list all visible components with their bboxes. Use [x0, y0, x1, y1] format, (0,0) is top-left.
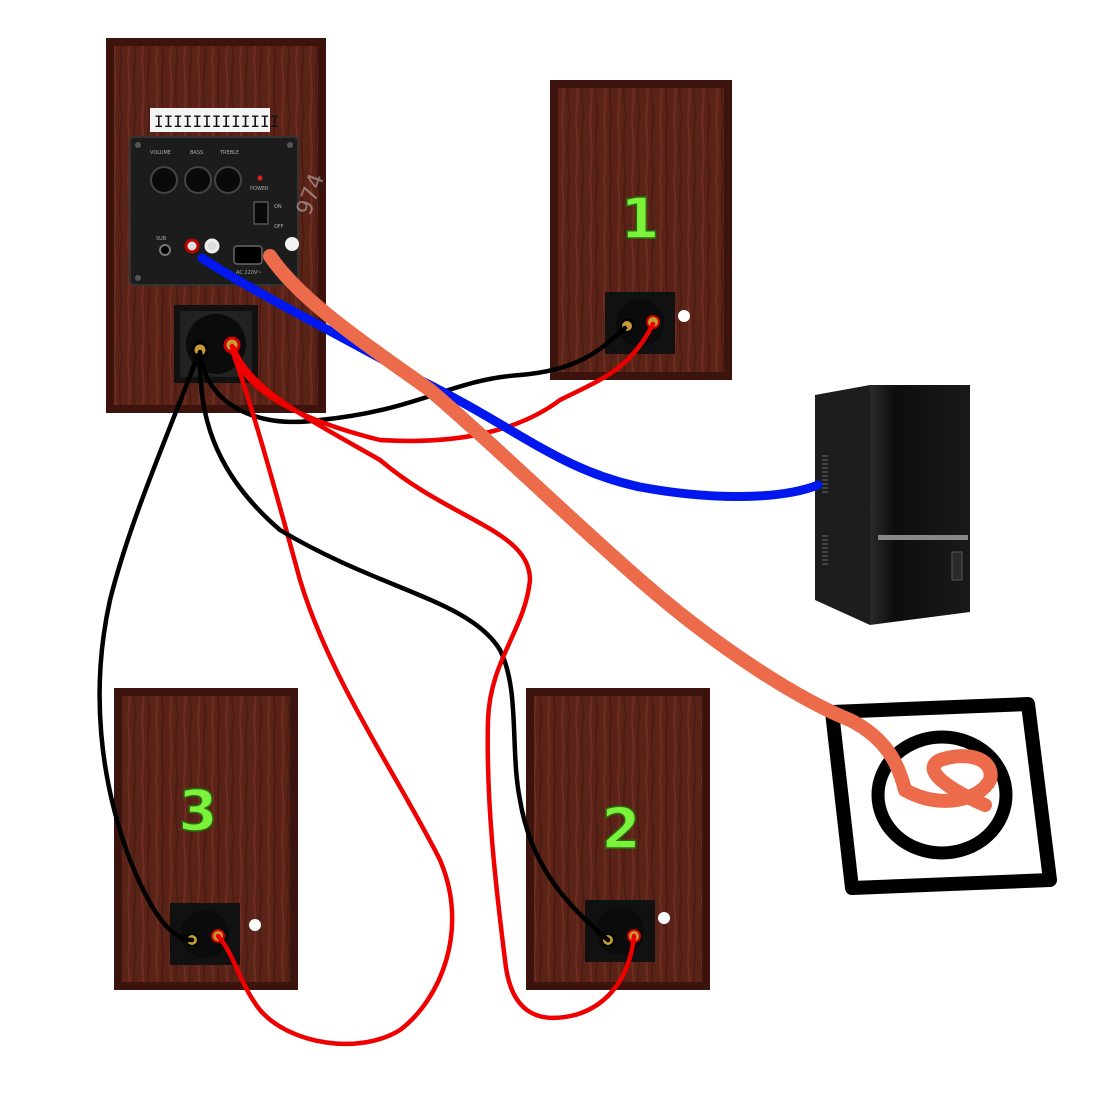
- svg-text:VOLUME: VOLUME: [150, 150, 171, 156]
- barcode-label: [150, 108, 270, 132]
- control-panel: VOLUME BASS TREBLE POWER ON OFF SUB AC 2…: [129, 136, 299, 286]
- black-cable-speaker-3: [97, 352, 201, 943]
- ac-inlet[interactable]: [233, 245, 263, 265]
- pc-tower-icon: [815, 385, 970, 625]
- svg-text:TREBLE: TREBLE: [219, 150, 239, 156]
- audio-in-red-jack[interactable]: [184, 238, 200, 254]
- power-switch[interactable]: [253, 201, 269, 225]
- speaker-2: 2: [526, 688, 710, 990]
- cables: [97, 249, 998, 1047]
- black-cable-speaker-1: [197, 325, 628, 425]
- wall-socket-icon: [825, 697, 1057, 895]
- bass-knob-icon[interactable]: [184, 166, 212, 194]
- power-cable: [263, 249, 998, 812]
- svg-text:SUB: SUB: [156, 236, 167, 242]
- volume-knob-icon[interactable]: [150, 166, 178, 194]
- svg-text:POWER: POWER: [250, 186, 269, 192]
- speaker-3-label: 3: [179, 779, 218, 844]
- barcode: IIIIIIIIIIIII: [154, 112, 279, 131]
- main-speaker: IIIIIIIIIIIII VOLUME BASS TREBLE POWER O…: [106, 38, 330, 413]
- black-cable-speaker-2: [197, 357, 611, 943]
- svg-text:OFF: OFF: [274, 224, 284, 230]
- speaker-1-label: 1: [621, 187, 660, 252]
- treble-knob-icon[interactable]: [214, 166, 242, 194]
- audio-cable-blue: [197, 253, 823, 501]
- svg-text:BASS: BASS: [190, 150, 203, 156]
- red-cable-speaker-2: [231, 345, 637, 1021]
- sub-jack[interactable]: [159, 244, 171, 256]
- speaker-1: 1: [550, 80, 732, 380]
- red-cable-speaker-3: [215, 347, 455, 1047]
- svg-text:ON: ON: [274, 204, 282, 210]
- speaker-3: 3: [114, 688, 298, 990]
- audio-in-white-jack[interactable]: [204, 238, 220, 254]
- speaker-2-label: 2: [602, 797, 641, 862]
- svg-text:AC 220V~: AC 220V~: [236, 270, 262, 276]
